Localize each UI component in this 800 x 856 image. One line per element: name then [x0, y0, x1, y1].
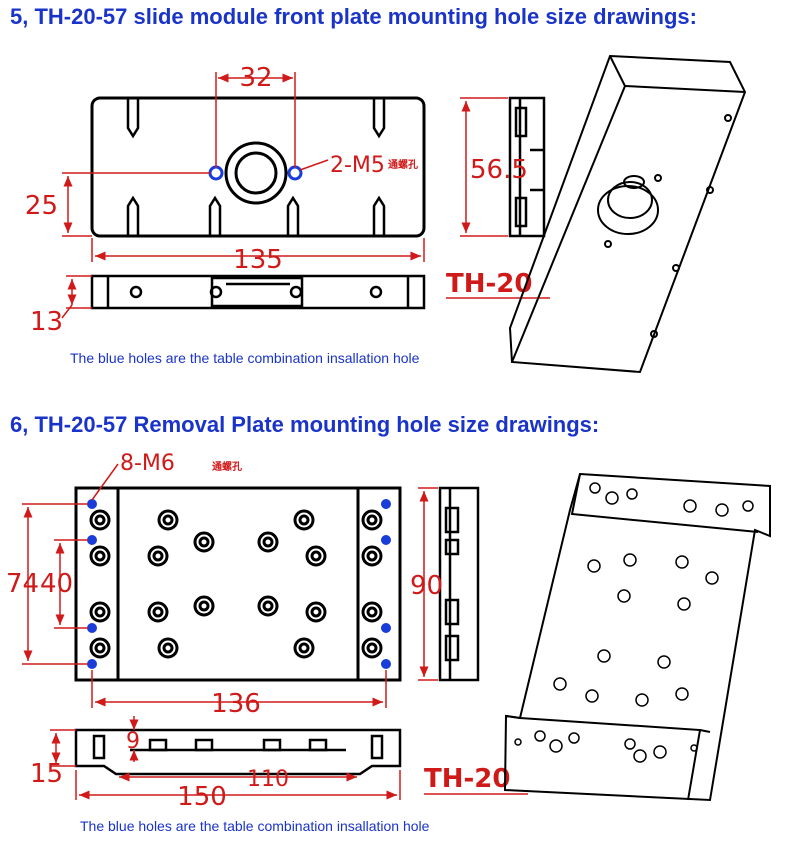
blue-mounting-hole: [87, 659, 97, 669]
s5-callout: 2-M5: [330, 153, 385, 178]
counterbore-hole: [193, 595, 215, 617]
section5-title: 5, TH-20-57 slide module front plate mou…: [10, 4, 697, 29]
blue-mounting-hole: [381, 659, 391, 669]
counterbore-hole-inner: [366, 642, 378, 654]
s6-dim-74-label: 74: [6, 569, 39, 599]
s5-dim-32-label: 32: [239, 63, 272, 93]
counterbore-hole-inner: [262, 536, 274, 548]
counterbore-hole: [147, 545, 169, 567]
blue-mounting-hole: [87, 499, 97, 509]
counterbore-hole: [257, 531, 279, 553]
s6-dim-15-label: 15: [30, 759, 63, 789]
s6-blue-holes: [87, 499, 391, 669]
s5-dim-56-5-label: 56.5: [470, 155, 528, 185]
counterbore-hole-inner: [198, 600, 210, 612]
s5-bottom-view: [90, 274, 426, 310]
s5-model-label: TH-20: [446, 269, 532, 299]
s5-dim-25: [62, 172, 210, 237]
s6-dim-9-label: 9: [126, 729, 140, 754]
s6-dim-74-40: [22, 503, 88, 665]
counterbore-hole: [293, 637, 315, 659]
s6-isometric-plate: [503, 472, 771, 802]
s5-dim-13: [61, 275, 92, 319]
blue-mounting-hole: [87, 535, 97, 545]
counterbore-hole-inner: [94, 642, 106, 654]
counterbore-hole-inner: [152, 550, 164, 562]
counterbore-hole-inner: [366, 514, 378, 526]
counterbore-hole-inner: [162, 514, 174, 526]
counterbore-hole-inner: [310, 606, 322, 618]
s6-model-label: TH-20: [424, 764, 510, 794]
s6-dim-150: [75, 770, 401, 800]
blue-mounting-hole: [381, 623, 391, 633]
counterbore-hole-inner: [152, 606, 164, 618]
section5-note: The blue holes are the table combination…: [70, 350, 420, 366]
counterbore-hole-inner: [162, 642, 174, 654]
s6-dim-110-label: 110: [247, 767, 289, 792]
s5-dim-32: [215, 72, 296, 168]
s6-dim-40-label: 40: [40, 569, 73, 599]
counterbore-hole-inner: [198, 536, 210, 548]
counterbore-hole: [89, 545, 111, 567]
counterbore-hole: [157, 509, 179, 531]
s6-dim-90-label: 90: [410, 571, 443, 601]
counterbore-hole: [193, 531, 215, 553]
counterbore-hole: [89, 601, 111, 623]
s5-isometric-plate: [508, 54, 747, 374]
s6-dim-150-label: 150: [177, 782, 227, 812]
s5-dim-135-label: 135: [233, 245, 283, 275]
counterbore-hole: [305, 601, 327, 623]
counterbore-hole: [305, 545, 327, 567]
s6-dim-15: [50, 729, 76, 767]
counterbore-hole: [293, 509, 315, 531]
counterbore-hole-inner: [298, 642, 310, 654]
s6-dim-136: [91, 670, 387, 708]
s5-dim-56-5: [460, 97, 508, 237]
counterbore-hole: [89, 637, 111, 659]
blue-mounting-hole: [87, 623, 97, 633]
s5-front-view: [90, 96, 426, 238]
counterbore-hole: [89, 509, 111, 531]
counterbore-hole: [157, 637, 179, 659]
s6-bottom-view: [74, 728, 402, 776]
counterbore-hole: [361, 601, 383, 623]
s6-callout-cn: 通螺孔: [212, 460, 242, 473]
counterbore-hole: [361, 545, 383, 567]
counterbore-hole-inner: [310, 550, 322, 562]
s5-callout-cn: 通螺孔: [388, 158, 418, 171]
s5-dim-25-label: 25: [25, 191, 58, 221]
counterbore-hole-inner: [262, 600, 274, 612]
section6-title: 6, TH-20-57 Removal Plate mounting hole …: [10, 412, 600, 437]
s6-dim-90: [418, 487, 438, 681]
counterbore-hole-inner: [94, 550, 106, 562]
s6-top-view: [74, 486, 402, 682]
counterbore-hole-inner: [298, 514, 310, 526]
s6-side-view: [438, 486, 480, 682]
s5-dim-13-label: 13: [30, 307, 63, 337]
counterbore-hole: [361, 509, 383, 531]
section6-note: The blue holes are the table combination…: [80, 818, 430, 834]
s5-side-view: [508, 96, 546, 238]
blue-mounting-hole: [381, 535, 391, 545]
s6-counterbore-holes: [89, 509, 383, 659]
counterbore-hole-inner: [94, 606, 106, 618]
counterbore-hole-inner: [366, 606, 378, 618]
counterbore-hole: [257, 595, 279, 617]
counterbore-hole: [361, 637, 383, 659]
s6-dim-136-label: 136: [211, 689, 261, 719]
s5-dim-135: [91, 238, 425, 262]
counterbore-hole-inner: [94, 514, 106, 526]
counterbore-hole-inner: [366, 550, 378, 562]
counterbore-hole: [147, 601, 169, 623]
s6-callout: 8-M6: [120, 451, 175, 476]
blue-mounting-hole: [381, 499, 391, 509]
